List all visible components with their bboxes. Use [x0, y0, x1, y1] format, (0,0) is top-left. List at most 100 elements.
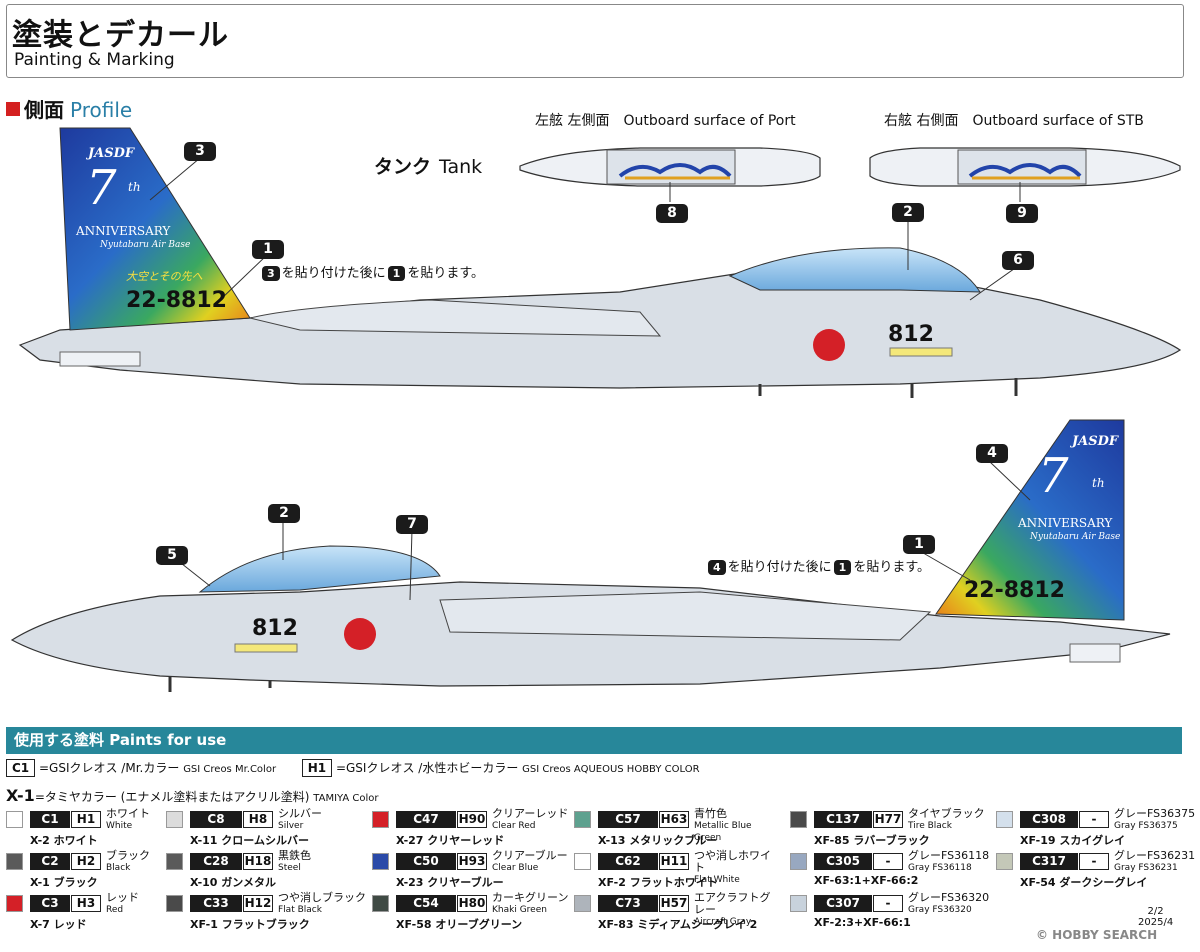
- color-swatch: [6, 811, 23, 828]
- note-text: を貼ります。: [407, 266, 485, 281]
- paint-name-jp: 青竹色: [694, 807, 727, 820]
- header-panel: [6, 4, 1184, 78]
- callout-3-upper: 3: [184, 142, 216, 161]
- note-text: を貼り付けた後に: [727, 560, 832, 575]
- lower-base: Nyutabaru Air Base: [1030, 532, 1121, 542]
- legend-c-code: C1: [6, 759, 36, 777]
- paint-name-en: Metallic Blue Green: [694, 821, 752, 843]
- tamiya-legend: X-1=タミヤカラー (エナメル塗料またはアクリル塗料) TAMIYA Colo…: [6, 786, 379, 805]
- paint-name-en: Tire Black: [908, 821, 952, 831]
- tamiya-equivalent: XF-54 ダークシーグレイ: [1020, 876, 1148, 889]
- creos-code: C33: [190, 895, 242, 912]
- paint-name-en: Clear Red: [492, 821, 536, 831]
- tamiya-equivalent: X-2 ホワイト: [30, 834, 98, 847]
- aqueous-code: H2: [71, 853, 101, 870]
- lower-serial: 22-8812: [964, 578, 1065, 603]
- tamiya-equivalent: X-1 ブラック: [30, 876, 98, 889]
- callout-9: 9: [1006, 204, 1038, 223]
- paint-name-en: Gray FS36375: [1114, 821, 1178, 831]
- paint-name-jp: レッド: [106, 891, 139, 904]
- profile-title-en: Profile: [70, 98, 133, 122]
- port-tank: [519, 147, 821, 187]
- callout-4: 4: [976, 444, 1008, 463]
- paint-name-en: Steel: [278, 863, 301, 873]
- upper-seven: 7: [86, 160, 117, 216]
- paint-name-jp: 黒鉄色: [278, 849, 311, 862]
- creos-code: C50: [396, 853, 456, 870]
- color-swatch: [996, 811, 1013, 828]
- tank-port-label: 左舷 左側面 Outboard surface of Port: [535, 113, 796, 129]
- paint-name-jp: エアクラフトグレー: [694, 891, 771, 916]
- aqueous-code: H1: [71, 811, 101, 828]
- tamiya-equivalent: X-23 クリヤーブルー: [396, 876, 504, 889]
- aqueous-code: H3: [71, 895, 101, 912]
- lower-number: 812: [252, 616, 298, 641]
- paint-name-jp: カーキグリーン: [492, 891, 569, 904]
- aqueous-code: H77: [873, 811, 903, 828]
- upper-jasdf: JASDF: [88, 146, 135, 161]
- legend-c-en: GSI Creos Mr.Color: [183, 764, 277, 775]
- red-square-icon: [6, 102, 20, 116]
- page-number: 2/2 2025/4: [1138, 906, 1173, 928]
- aqueous-code: H93: [457, 853, 487, 870]
- tamiya-equivalent: XF-58 オリーブグリーン: [396, 918, 523, 931]
- paint-name-en: Flat Black: [278, 905, 322, 915]
- paint-name-en: Khaki Green: [492, 905, 547, 915]
- paint-name-en: White: [106, 821, 133, 831]
- paint-name-en: Gray FS36231: [1114, 863, 1178, 873]
- aqueous-code: -: [1079, 853, 1109, 870]
- color-swatch: [790, 853, 807, 870]
- color-swatch: [574, 895, 591, 912]
- legend-h-en: GSI Creos AQUEOUS HOBBY COLOR: [522, 764, 700, 775]
- aqueous-code: -: [1079, 811, 1109, 828]
- tamiya-equivalent: XF-2 フラットホワイト: [598, 876, 718, 889]
- creos-code: C137: [814, 811, 872, 828]
- callout-8: 8: [656, 204, 688, 223]
- aqueous-code: H80: [457, 895, 487, 912]
- paint-name-en: Gray FS36118: [908, 863, 972, 873]
- paint-name-jp: グレーFS36320: [908, 891, 990, 904]
- paint-name-en: Black: [106, 863, 131, 873]
- callout-2-lower: 2: [268, 504, 300, 523]
- color-swatch: [996, 853, 1013, 870]
- leader-lines: [149, 157, 1031, 601]
- creos-code: C47: [396, 811, 456, 828]
- color-swatch: [790, 811, 807, 828]
- tamiya-equivalent: X-10 ガンメタル: [190, 876, 276, 889]
- legend-x-code: X-1: [6, 786, 35, 805]
- upper-motto: 大空とその先へ: [126, 270, 203, 283]
- paint-name-jp: つや消しホワイト: [694, 849, 771, 874]
- aqueous-code: H8: [243, 811, 273, 828]
- upper-th: th: [128, 180, 141, 194]
- tank-label-en: Tank: [439, 156, 483, 178]
- paint-legend: C1 =GSIクレオス /Mr.カラー GSI Creos Mr.Color H…: [6, 759, 1182, 777]
- note-chip: 1: [833, 560, 852, 575]
- legend-h-code: H1: [301, 759, 333, 777]
- paint-name-jp: グレーFS36231: [1114, 849, 1196, 862]
- paint-name-en: Red: [106, 905, 124, 915]
- tamiya-equivalent: X-27 クリヤーレッド: [396, 834, 505, 847]
- color-swatch: [372, 895, 389, 912]
- tamiya-equivalent: XF-1 フラットブラック: [190, 918, 310, 931]
- paint-name-en: Silver: [278, 821, 304, 831]
- paint-name-en: Gray FS36320: [908, 905, 972, 915]
- paint-name-en: Clear Blue: [492, 863, 539, 873]
